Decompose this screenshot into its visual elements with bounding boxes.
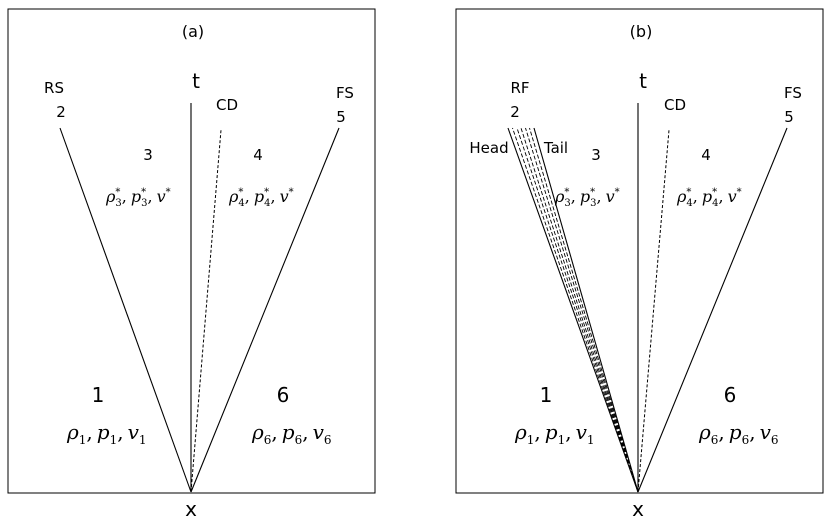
panel-a-region-6-number: 6 xyxy=(277,383,290,407)
panel-a: (a) t x RS 2 CD FS 5 3 ρ*3,p*3,v* 4 ρ*4,… xyxy=(7,8,376,521)
panel-b-label: (b) xyxy=(630,22,653,41)
panel-b-rf-label: RF xyxy=(510,79,529,97)
panel-b-frame xyxy=(455,8,824,494)
panel-a-region-1-number: 1 xyxy=(92,383,105,407)
panel-b-head-label: Head xyxy=(469,139,508,157)
panel-b-rarefaction-fan xyxy=(507,127,639,493)
panel-a-t-label: t xyxy=(192,69,200,93)
panel-a-cd-label: CD xyxy=(216,96,238,114)
panel-a-fs-label: FS xyxy=(336,84,354,102)
panel-a-region-4-state: ρ*4,p*4,v* xyxy=(228,187,294,209)
panel-b-region-6-number: 6 xyxy=(724,383,737,407)
panel-a-frame xyxy=(7,8,376,494)
panel-a-contact-discontinuity-line xyxy=(190,129,222,493)
panel-b-fs-label: FS xyxy=(784,84,802,102)
panel-b-region-3-state: ρ*3,p*3,v* xyxy=(554,187,620,209)
panel-b-x-label: x xyxy=(632,497,644,521)
panel-a-rs-label: RS xyxy=(44,79,64,97)
panel-a-region-3-number: 3 xyxy=(143,146,153,164)
panel-a-forward-shock-line xyxy=(190,127,340,493)
panel-b-tail-label: Tail xyxy=(543,139,568,157)
panel-b: (b) t x RF 2 Head Tail CD FS 5 3 ρ*3,p*3… xyxy=(455,8,824,521)
panel-a-label: (a) xyxy=(182,22,204,41)
panel-b-region-1-number: 1 xyxy=(540,383,553,407)
panel-b-region-1-state: ρ1,p1,v1 xyxy=(514,420,595,447)
panel-a-region-6-state: ρ6,p6,v6 xyxy=(251,420,332,447)
panel-a-rs-number: 2 xyxy=(56,103,66,121)
panel-b-forward-shock-line xyxy=(637,127,788,493)
panel-a-x-label: x xyxy=(185,497,197,521)
panel-b-fs-number: 5 xyxy=(784,108,794,126)
panel-b-cd-label: CD xyxy=(664,96,686,114)
panel-b-t-label: t xyxy=(639,69,647,93)
panel-b-region-6-state: ρ6,p6,v6 xyxy=(698,420,779,447)
panel-b-region-4-state: ρ*4,p*4,v* xyxy=(676,187,742,209)
panel-a-region-4-number: 4 xyxy=(253,146,263,164)
panel-a-fs-number: 5 xyxy=(336,108,346,126)
panel-a-region-3-state: ρ*3,p*3,v* xyxy=(105,187,171,209)
panel-b-rf-number: 2 xyxy=(510,103,520,121)
panel-b-contact-discontinuity-line xyxy=(637,129,670,493)
panel-b-region-4-number: 4 xyxy=(701,146,711,164)
panel-b-region-3-number: 3 xyxy=(591,146,601,164)
panel-a-region-1-state: ρ1,p1,v1 xyxy=(66,420,147,447)
panel-a-reverse-shock-line xyxy=(59,127,192,493)
